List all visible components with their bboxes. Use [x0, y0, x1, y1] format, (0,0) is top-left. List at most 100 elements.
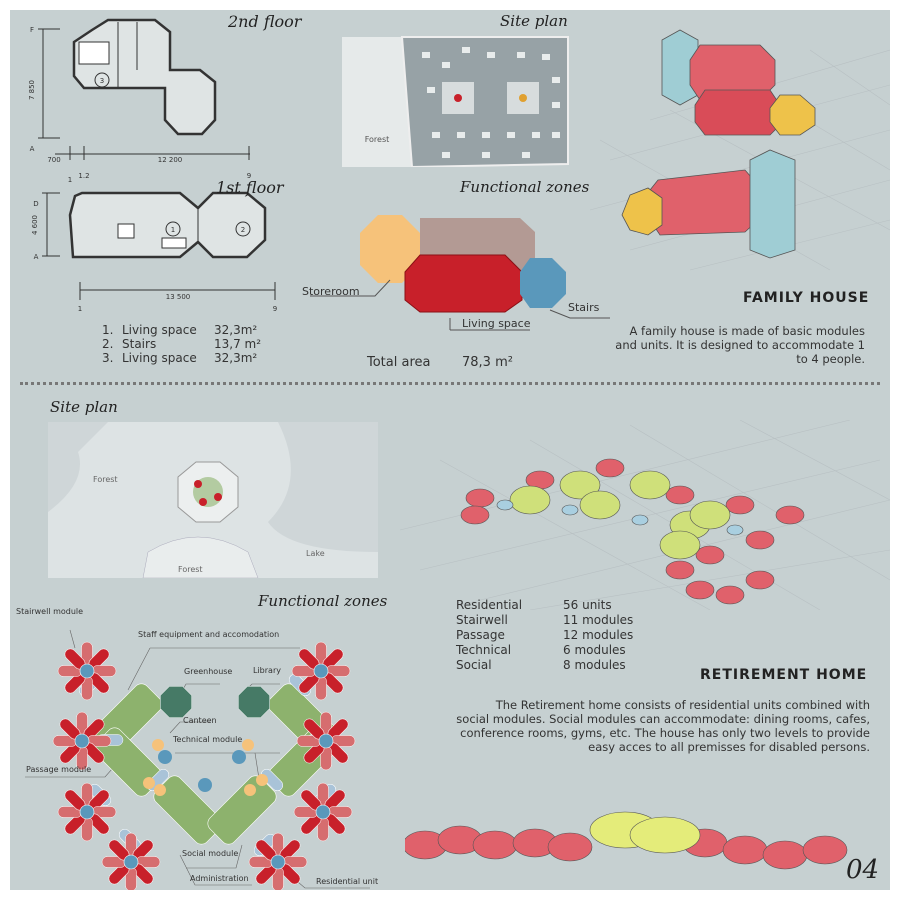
technical-module [154, 784, 166, 796]
retirement-home-title: RETIREMENT HOME [700, 667, 868, 683]
dim-horizontal-2nd: 12 200 [158, 156, 183, 164]
retirement-home-description: The Retirement home consists of resident… [410, 698, 870, 754]
storeroom-zone [360, 215, 420, 283]
passage-module-3d [726, 524, 744, 536]
living-space-zone [404, 254, 523, 313]
residential-unit-3d [595, 458, 625, 478]
stairwell-module [270, 854, 286, 870]
retirement-home-3d-top [399, 420, 890, 610]
social-module-label: Social module [182, 849, 239, 858]
residential-unit-3d [745, 530, 775, 550]
administration-label: Administration [190, 874, 249, 883]
social-module-3d [559, 470, 601, 500]
social-module-3d [579, 490, 621, 520]
residential-unit-3d [472, 830, 518, 860]
room-number: 1 [171, 226, 175, 234]
room-number: 3 [100, 77, 104, 85]
site-plan-map-bottom: Forest Forest Lake [48, 422, 378, 578]
description-line: easy acces to all premisses for disabled… [588, 740, 870, 754]
greenhouse-label: Greenhouse [184, 667, 233, 676]
stair-module [158, 750, 172, 764]
stairwell-module-label: Stairwell module [16, 607, 84, 616]
stairwell-module [123, 854, 139, 870]
residential-unit-3d [802, 835, 848, 865]
total-area-label: Total area [367, 355, 431, 370]
passage-module-3d [496, 499, 514, 511]
library-label: Library [253, 666, 281, 675]
stat-label: Stairwell [456, 613, 508, 627]
residential-unit-label: Residential unit [316, 877, 379, 886]
residential-unit-3d [460, 505, 490, 525]
family-house-title: FAMILY HOUSE [743, 290, 870, 306]
residential-unit-3d [722, 835, 768, 865]
stat-label: Residential [456, 598, 523, 612]
site-plan-map-top: Forest [342, 36, 569, 167]
family-house-description: A family house is made of basic modules … [615, 324, 865, 366]
page-number: 04 [846, 855, 880, 885]
poster: 7 850 700 12 200 4 600 13 500 F A 1 1.2 … [10, 10, 890, 890]
technical-module [244, 784, 256, 796]
room-name: Living space [122, 351, 197, 365]
social-module-3d [689, 500, 731, 530]
axis-marker: 9 [247, 172, 251, 180]
room-area: 13,7 m² [214, 337, 262, 351]
stat-row: Residential 56 units [456, 598, 633, 613]
social-module-3d [629, 816, 701, 854]
floor2-title: 2nd floor [228, 12, 302, 31]
description-line: social modules. Social modules can accom… [456, 712, 870, 726]
residential-unit-3d [715, 585, 745, 605]
residential-unit-3d [775, 505, 805, 525]
passage-module-3d [561, 504, 579, 516]
technical-module-label: Technical module [173, 735, 243, 744]
room-number: 2. [102, 337, 114, 351]
residential-unit-3d [665, 485, 695, 505]
stairwell-module [79, 663, 95, 679]
functional-zones-diagram-top [310, 215, 610, 331]
stairwell-module [79, 804, 95, 820]
social-module-3d [659, 530, 701, 560]
room-name: Living space [122, 323, 197, 337]
functional-zones-title-bottom: Functional zones [258, 592, 388, 610]
stat-row: Passage 12 modules [456, 628, 633, 643]
stat-label: Social [456, 658, 492, 672]
room-number: 2 [241, 226, 245, 234]
social-module-3d [509, 485, 551, 515]
stat-label: Passage [456, 628, 505, 642]
technical-module [242, 739, 254, 751]
stat-value: 12 modules [563, 628, 634, 642]
description-line: conference rooms, gyms, etc. The house h… [460, 726, 870, 740]
room-number: 3. [102, 351, 114, 365]
site-plan-title-top: Site plan [500, 12, 568, 30]
stat-row: Stairwell 11 modules [456, 613, 633, 628]
dim-vertical-1st: 4 600 [31, 215, 39, 235]
technical-module [143, 777, 155, 789]
lake-label: Lake [306, 549, 325, 558]
stairwell-module [318, 733, 334, 749]
forest-label: Forest [93, 475, 118, 484]
stat-value: 56 units [563, 598, 612, 612]
stairwell-module [315, 804, 331, 820]
residential-unit-3d [745, 570, 775, 590]
storeroom-label: Storeroom [302, 285, 360, 298]
family-house-3d [589, 29, 890, 271]
stat-value: 11 modules [563, 613, 634, 627]
residential-unit-3d [695, 545, 725, 565]
dim-offset: 700 [47, 156, 60, 164]
residential-unit-3d [547, 832, 593, 862]
axis-marker: 9 [273, 305, 277, 313]
room-name: Stairs [122, 337, 157, 351]
room-area: 32,3m² [214, 351, 258, 365]
residential-unit-3d [762, 840, 808, 870]
functional-zones-diagram-bottom [25, 629, 370, 890]
functional-zones-title-top: Functional zones [460, 178, 590, 196]
axis-marker: A [34, 253, 39, 261]
forest-label: Forest [365, 135, 390, 144]
social-module-3d [629, 470, 671, 500]
passage-module-3d [631, 514, 649, 526]
dim-vertical-2nd: 7 850 [28, 80, 36, 100]
